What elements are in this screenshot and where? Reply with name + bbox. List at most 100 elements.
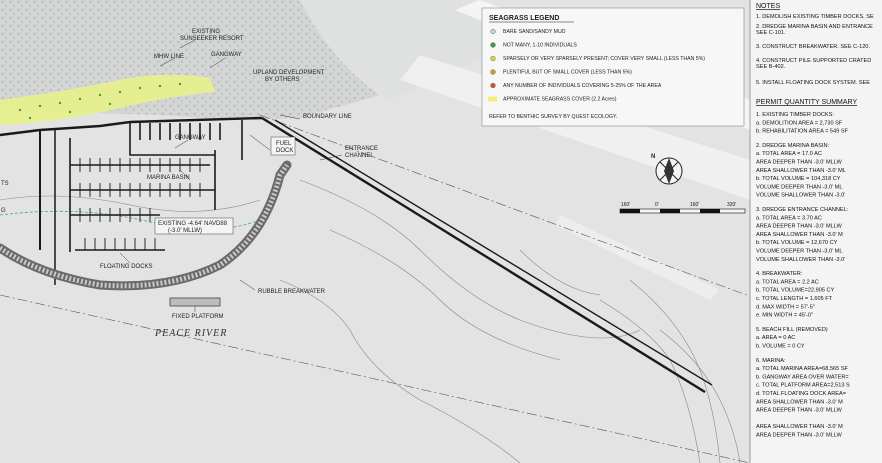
legend-item-text: APPROXIMATE SEAGRASS COVER (2.2 Acres) [503,97,617,103]
permit-line: 2. DREDGE MARINA BASIN: [756,143,829,149]
entrance-channel-line-2 [274,119,713,386]
label-gangway: GANGWAY [175,135,206,141]
seagrass-cover [0,74,215,125]
legend-frame [481,7,745,127]
scale-label-0: 160' [621,202,630,208]
fixed-platform [169,297,221,307]
permit-line: 1. EXISTING TIMBER DOCKS: [756,112,834,118]
legend-swatch [490,82,496,89]
notes-item: 4. CONSTRUCT PILE SUPPORTED CRATED [756,58,871,64]
notes-item: 1. DEMOLISH EXISTING TIMBER DOCKS, SE [756,14,874,20]
notes-items: 1. DEMOLISH EXISTING TIMBER DOCKS, SE 2. … [756,14,874,86]
legend-swatch [488,96,497,102]
north-arrow: N [651,154,683,185]
legend-swatch [490,69,496,75]
label-existing-depth-2: (-3.0' MLLW) [168,228,202,234]
label-fixed-platform: FIXED PLATFORM [172,314,224,320]
permit-line: a. AREA = 0 AC [756,335,795,341]
permit-line: 3. DREDGE ENTRANCE CHANNEL: [756,207,849,213]
permit-line: AREA SHALLOWER THAN -3.0' M [756,232,843,238]
legend-items: BARE SAND/SANDY MUD NOT MANY, 1-10 INDIVI… [488,28,705,103]
legend-item-text: ANY NUMBER OF INDIVIDUALS COVERING 5-25%… [503,83,662,89]
permit-line: c. TOTAL PLATFORM AREA=2,513 S [756,383,850,389]
label-existing-resort-2: SUNSEEKER RESORT [180,36,244,42]
permit-line: b. VOLUME = 0 CY [756,344,805,350]
permit-line: a. TOTAL AREA = 3.70 AC [756,215,822,221]
permit-line: AREA DEEPER THAN -3.0' MLLW [756,433,842,439]
basin-outline-top [0,116,263,137]
permit-line: 5. BEACH FILL (REMOVED) [756,327,828,333]
leader-lines [119,39,343,312]
label-floating-docks: FLOATING DOCKS [100,264,153,270]
label-upland-2: BY OTHERS [265,77,300,83]
scale-label-2: 160' [690,202,699,208]
fuel-dock-box [270,136,296,156]
legend-swatch [490,28,496,35]
permit-lines: 1. EXISTING TIMBER DOCKS: a. DEMOLITION … [756,112,850,439]
permit-line: VOLUME DEEPER THAN -3.0' ML [756,184,842,190]
permit-line: AREA DEEPER THAN -3.0' MLLW [756,408,842,414]
legend-footnote: REFER TO BENTHIC SURVEY BY QUEST ECOLOGY… [489,114,617,120]
permit-line: d. TOTAL FLOATING DOCK AREA= [756,391,846,397]
label-gangway-top: GANGWAY [211,52,242,58]
seagrass-markers [18,82,182,120]
label-peace-river: PEACE RIVER [154,328,227,339]
permit-line: VOLUME SHALLOWER THAN -3.0' [756,193,845,199]
label-fuel-dock: FUEL [276,141,292,147]
permit-line: a. TOTAL MARINA AREA=68,565 SF [756,366,849,372]
legend-item-text: PLENTIFUL BUT OF SMALL COVER (LESS THAN … [503,70,632,76]
permit-line: b. TOTAL VOLUME = 104,318 CY [756,176,841,182]
floating-docks [69,120,243,252]
permit-line: AREA SHALLOWER THAN -3.0' M [756,424,843,430]
permit-line: VOLUME SHALLOWER THAN -3.0' [756,257,845,263]
permit-line: e. MIN WIDTH = 45'-0" [756,313,813,319]
label-marina-basin: MARINA BASIN [147,175,190,181]
permit-line: b. TOTAL VOLUME = 12,670 CY [756,240,838,246]
existing-depth-box [154,217,234,235]
scale-bar: 160' 0' 160' 320' [619,202,746,214]
boundary-dashed-2 [259,114,761,301]
breakwater-texture [0,163,290,289]
glare-streak-3 [555,215,720,300]
label-upland: UPLAND DEVELOPMENT [253,70,325,76]
label-fuel-dock-2: DOCK [276,148,293,154]
scale-label-3: 320' [727,202,736,208]
legend-swatch [490,55,496,62]
notes-item: SEE C-101. [756,30,786,36]
permit-title: PERMIT QUANTITY SUMMARY [756,99,857,106]
permit-line: AREA SHALLOWER THAN -3.0' M [756,399,843,405]
permit-line: 4. BREAKWATER: [756,271,803,277]
label-edge-ts: TS [1,181,9,187]
permit-line: a. DEMOLITION AREA = 2,730 SF [756,120,843,126]
label-mhw-line: MHW LINE [154,54,184,60]
notes-item: 2. DREDGE MARINA BASIN AND ENTRANCE [756,24,873,30]
legend-swatch [490,42,496,48]
permit-line: AREA DEEPER THAN -3.0' MLLW [756,224,842,230]
permit-line: b. GANGWAY AREA OVER WATER= [756,374,849,380]
scale-label-1: 0' [655,202,659,208]
seagrass-legend: SEAGRASS LEGEND BARE SAND/SANDY MUD NOT M… [481,7,745,127]
label-boundary-line: BOUNDARY LINE [303,114,352,120]
legend-item-text: NOT MANY, 1-10 INDIVIDUALS [503,43,577,49]
permit-line: VOLUME DEEPER THAN -3.0' ML [756,249,842,255]
label-entrance-channel-2: CHANNEL [345,153,374,159]
dock-slips [79,158,201,250]
entrance-channel-line-1 [261,116,706,394]
label-edge-g: G [1,208,6,214]
label-existing-resort: EXISTING [192,29,220,35]
road-area [300,0,520,100]
permit-line: AREA DEEPER THAN -3.0' MLLW [756,160,842,166]
notes-panel [750,0,882,463]
legend-title: SEAGRASS LEGEND [489,15,559,22]
notes-item: 3. CONSTRUCT BREAKWATER. SEE C-120. [756,44,870,50]
notes-item: 5. INSTALL FLOATING DOCK SYSTEM. SEE [756,80,870,86]
notes-item: SEE B-402. [756,64,786,70]
north-label: N [651,154,655,160]
label-rubble-breakwater: RUBBLE BREAKWATER [258,289,326,295]
boundary-dashed-1 [0,294,751,463]
permit-line: c. TOTAL LENGTH = 1,605 FT [756,296,833,302]
notes-title: NOTES [756,3,780,10]
legend-item-text: BARE SAND/SANDY MUD [503,29,566,35]
